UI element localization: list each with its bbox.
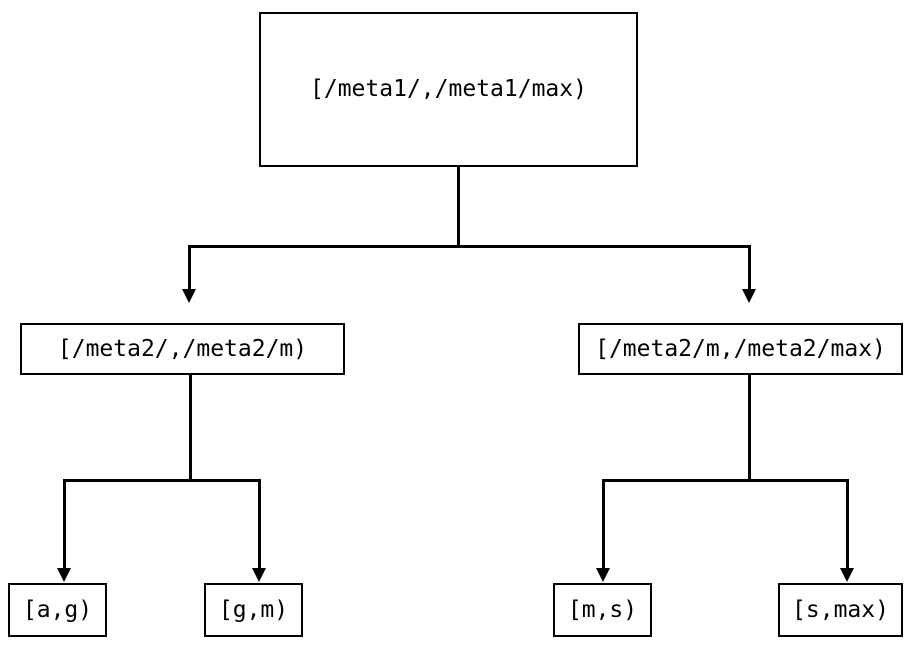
edge-mid-left-to-leaf-1	[63, 479, 66, 569]
edge-root-bus	[188, 245, 750, 248]
node-leaf-3[interactable]: [m,s)	[553, 583, 652, 637]
arrowhead-mid-right-to-leaf-4	[840, 568, 854, 582]
edge-mid-left-stem	[189, 375, 192, 481]
node-leaf-4-label: [s,max)	[792, 596, 889, 623]
edge-mid-right-bus	[602, 479, 848, 482]
edge-mid-left-bus	[63, 479, 260, 482]
arrowhead-mid-left-to-leaf-2	[252, 568, 266, 582]
edge-mid-right-stem	[748, 375, 751, 481]
edge-root-to-mid-left	[188, 245, 191, 290]
arrowhead-mid-left-to-leaf-1	[57, 568, 71, 582]
node-mid-left[interactable]: [/meta2/,/meta2/m)	[20, 323, 345, 375]
edge-mid-left-to-leaf-2	[258, 479, 261, 569]
edge-mid-right-to-leaf-3	[602, 479, 605, 569]
node-leaf-2-label: [g,m)	[218, 596, 289, 623]
node-leaf-1[interactable]: [a,g)	[8, 583, 107, 637]
node-leaf-2[interactable]: [g,m)	[204, 583, 303, 637]
node-mid-right[interactable]: [/meta2/m,/meta2/max)	[578, 323, 903, 375]
node-mid-left-label: [/meta2/,/meta2/m)	[57, 335, 308, 362]
node-leaf-1-label: [a,g)	[22, 596, 93, 623]
node-root-label: [/meta1/,/meta1/max)	[310, 76, 587, 102]
arrowhead-root-to-mid-left	[182, 289, 196, 303]
edge-root-stem	[457, 167, 460, 247]
node-root[interactable]: [/meta1/,/meta1/max)	[259, 12, 638, 167]
arrowhead-root-to-mid-right	[742, 289, 756, 303]
node-mid-right-label: [/meta2/m,/meta2/max)	[595, 335, 886, 362]
edge-root-to-mid-right	[748, 245, 751, 290]
node-leaf-4[interactable]: [s,max)	[778, 583, 903, 637]
edge-mid-right-to-leaf-4	[846, 479, 849, 569]
arrowhead-mid-right-to-leaf-3	[596, 568, 610, 582]
node-leaf-3-label: [m,s)	[567, 596, 638, 623]
